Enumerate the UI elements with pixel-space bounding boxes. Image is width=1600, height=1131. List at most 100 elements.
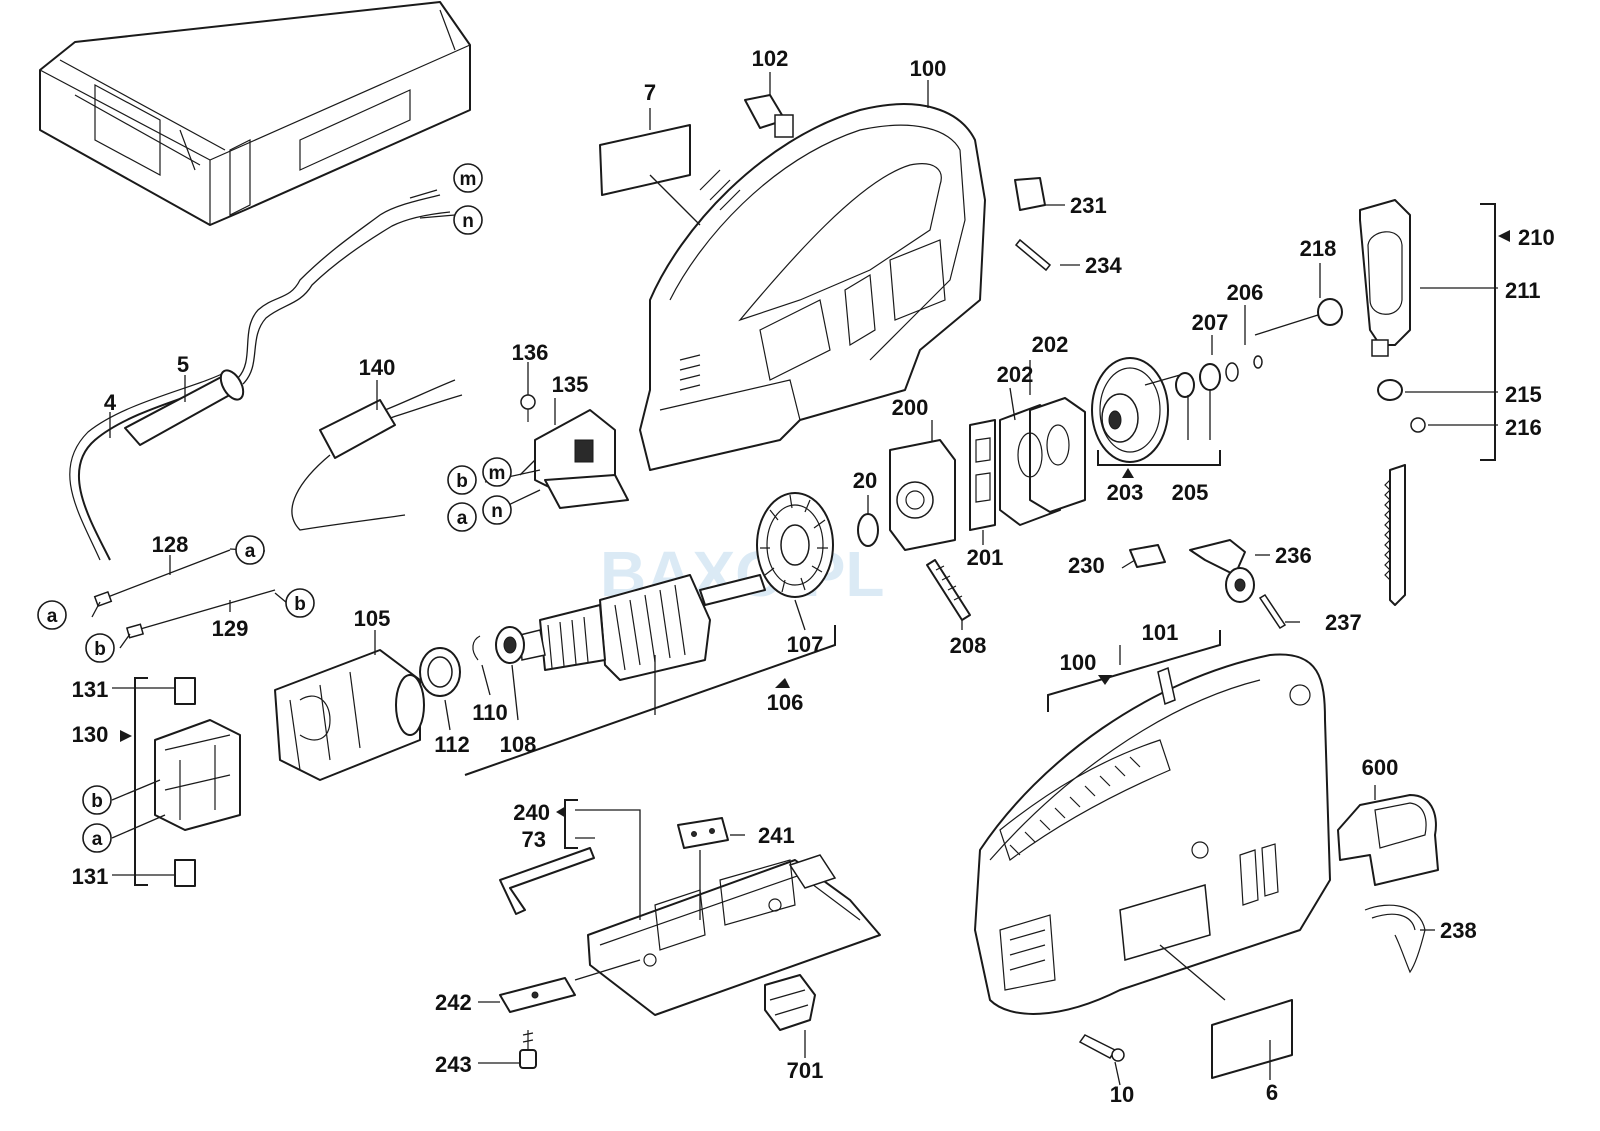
plate-201 [969, 419, 996, 531]
field-stator-105 [274, 649, 425, 781]
bracket-130 [120, 677, 148, 886]
armature-106 [519, 574, 766, 681]
svg-text:n: n [462, 211, 474, 232]
connector-n-switch: n [482, 495, 512, 525]
screw-208 [926, 559, 971, 621]
svg-text:b: b [456, 471, 468, 492]
carbon-brush-131-top [174, 677, 196, 705]
gear-203 [1091, 357, 1181, 463]
plate-241 [677, 817, 729, 849]
label-230: 230 [1068, 553, 1105, 578]
connector-a-switch: a [447, 502, 477, 532]
screw-216 [1410, 417, 1426, 433]
connector-a-brush-holder: a [82, 823, 112, 853]
label-102: 102 [752, 46, 789, 71]
hex-key-73 [499, 847, 595, 915]
svg-text:a: a [457, 508, 468, 529]
label-4: 4 [104, 390, 117, 415]
svg-text:b: b [294, 594, 306, 615]
svg-text:b: b [94, 639, 106, 660]
base-plate-240 [587, 854, 881, 1016]
svg-text:a: a [47, 606, 58, 627]
leader-lines [91, 72, 1498, 1086]
dust-cover-600 [1337, 794, 1439, 886]
label-135: 135 [552, 372, 589, 397]
label-218: 218 [1300, 236, 1337, 261]
label-207: 207 [1192, 310, 1229, 335]
suppressor-part-140 [291, 379, 463, 531]
label-112: 112 [434, 732, 470, 757]
carry-case [39, 1, 471, 226]
bracket-203-205 [1097, 450, 1221, 478]
label-73: 73 [522, 827, 546, 852]
power-cable [69, 194, 451, 561]
label-205: 205 [1172, 480, 1209, 505]
svg-text:n: n [491, 501, 503, 522]
pin-234 [1014, 238, 1052, 272]
connector-m-top: m [453, 163, 483, 193]
svg-text:a: a [245, 541, 256, 562]
connector-wire-128 [93, 549, 231, 608]
label-20: 20 [853, 468, 877, 493]
label-10: 10 [1110, 1082, 1134, 1107]
label-210: 210 [1518, 225, 1555, 250]
pin-101 [1157, 666, 1176, 706]
label-136: 136 [512, 340, 549, 365]
label-600: 600 [1362, 755, 1399, 780]
label-202-a: 202 [1032, 332, 1069, 357]
part-701 [764, 974, 816, 1031]
connector-b-wire-129-right: b [285, 588, 315, 618]
label-140: 140 [359, 355, 396, 380]
label-240: 240 [513, 800, 550, 825]
screw-136 [520, 394, 536, 422]
label-237: 237 [1325, 610, 1362, 635]
connector-m-switch: m [482, 457, 512, 487]
connector-b-brush-holder: b [82, 785, 112, 815]
bushings-205 [1175, 362, 1239, 398]
plunger-assembly-210 [1359, 199, 1411, 357]
label-208: 208 [950, 633, 987, 658]
gear-housing-200 [889, 439, 956, 551]
label-100-bottom: 100 [1060, 650, 1097, 675]
connector-a-wire-128-right: a [235, 535, 265, 565]
label-200: 200 [892, 395, 929, 420]
label-131-top: 131 [72, 677, 109, 702]
housing-100-assembled [974, 653, 1331, 1015]
label-107: 107 [787, 632, 824, 657]
label-110: 110 [472, 700, 508, 725]
bracket-210 [1480, 203, 1510, 461]
screw-243 [519, 1030, 537, 1069]
label-238: 238 [1440, 918, 1477, 943]
label-211: 211 [1505, 278, 1541, 303]
switch-135 [534, 409, 629, 509]
clamp-242 [499, 977, 576, 1013]
label-6: 6 [1266, 1080, 1278, 1105]
carbon-brush-131-bottom [174, 859, 196, 887]
label-206: 206 [1227, 280, 1264, 305]
label-131-bottom: 131 [72, 864, 109, 889]
housing-half-100-top [639, 103, 986, 471]
connector-b-wire-129-left: b [85, 633, 115, 663]
saw-blade [1384, 464, 1406, 606]
connector-a-wire-128-left: a [37, 600, 67, 630]
label-215: 215 [1505, 382, 1542, 407]
label-241: 241 [758, 823, 795, 848]
label-105: 105 [354, 606, 391, 631]
connector-wire-129 [125, 589, 276, 639]
pin-237 [1258, 593, 1287, 630]
switch-lever-102 [744, 94, 794, 138]
bracket-100-bottom [1047, 630, 1221, 712]
circlip-110 [472, 635, 481, 661]
label-106: 106 [767, 690, 804, 715]
label-128: 128 [152, 532, 189, 557]
pad-230 [1129, 544, 1166, 568]
label-236: 236 [1275, 543, 1312, 568]
label-130: 130 [72, 722, 109, 747]
bushing-218 [1317, 298, 1343, 326]
svg-text:a: a [92, 829, 103, 850]
connector-n-top: n [453, 205, 483, 235]
label-5: 5 [177, 352, 189, 377]
brush-holder-130 [154, 719, 241, 831]
label-216: 216 [1505, 415, 1542, 440]
